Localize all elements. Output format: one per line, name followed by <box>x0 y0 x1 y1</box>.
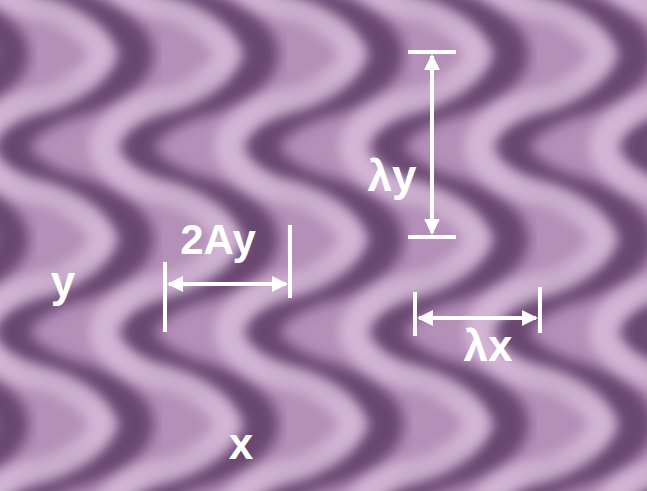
ridge-highlight <box>477 0 601 491</box>
ridge-shadow <box>0 0 12 491</box>
dimension-tick <box>408 235 456 239</box>
dimension-line <box>419 316 536 320</box>
dimension-line <box>169 282 286 286</box>
dimension-label: λx <box>464 324 513 368</box>
dimension-label: 2Ay <box>180 219 256 261</box>
dimension-tick <box>408 50 456 54</box>
arrow-head <box>424 54 440 70</box>
arrow-head <box>522 310 538 326</box>
arrow-head <box>417 310 433 326</box>
arrow-head <box>424 219 440 235</box>
dimension-line <box>430 56 434 233</box>
ridge-shadow <box>638 0 647 491</box>
ridge-highlight <box>0 0 101 491</box>
dimension-tick <box>288 225 292 298</box>
dimension-label: λy <box>368 154 417 198</box>
dimension-tick <box>413 292 417 336</box>
ridge-highlight <box>352 0 476 491</box>
arrow-head <box>272 276 288 292</box>
arrow-head <box>167 276 183 292</box>
dimension-label: x <box>229 422 253 466</box>
dimension-tick <box>163 262 167 332</box>
dimension-label: y <box>51 260 75 304</box>
dimension-tick <box>538 287 542 333</box>
ridge-highlight <box>602 0 647 491</box>
dimension-group <box>165 52 540 336</box>
